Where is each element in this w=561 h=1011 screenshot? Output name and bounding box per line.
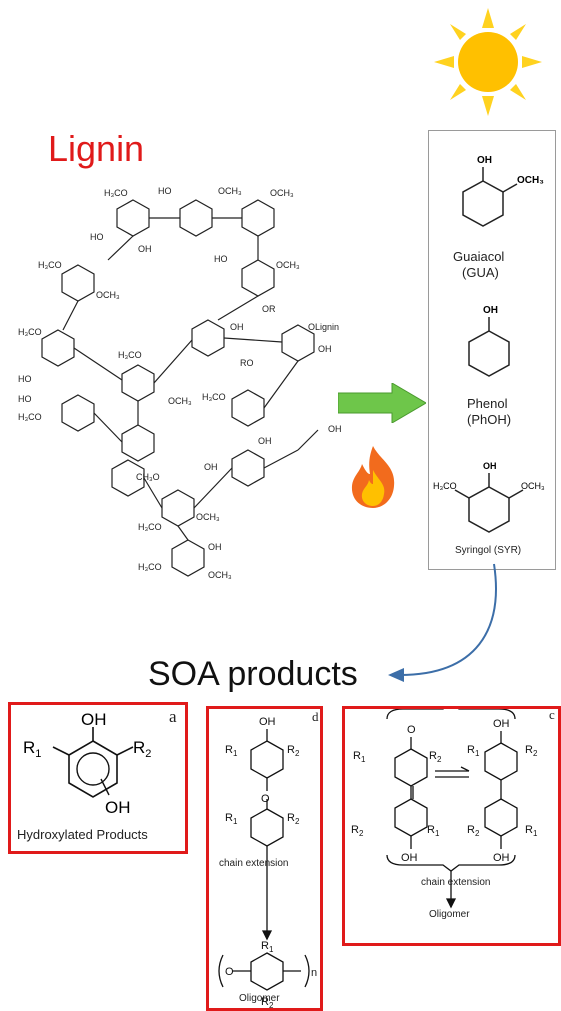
panel-c: O R1 R2 R2 R1 OH OH R1 R2 R2 R1 OH c cha… xyxy=(342,706,561,946)
panel-a-letter: a xyxy=(169,707,177,726)
svg-text:H₃CO: H₃CO xyxy=(104,188,128,198)
curved-arrow-icon xyxy=(388,563,497,682)
syringol-structure: OH H₃CO OCH₃ xyxy=(433,461,545,533)
hydroxylated-structure: OH R1 R2 OH xyxy=(23,710,151,817)
svg-text:OH: OH xyxy=(318,344,332,354)
svg-text:OCH₃: OCH₃ xyxy=(521,481,545,491)
svg-text:R1: R1 xyxy=(353,750,366,764)
svg-text:OH: OH xyxy=(493,718,510,730)
svg-text:R1: R1 xyxy=(23,738,41,760)
svg-text:OH: OH xyxy=(230,322,244,332)
panel-c-chain-label: chain extension xyxy=(421,877,491,888)
phenol-structure: OH xyxy=(468,305,510,377)
svg-text:OR: OR xyxy=(262,304,276,314)
svg-text:R1: R1 xyxy=(225,812,238,826)
svg-text:OH: OH xyxy=(208,542,222,552)
svg-text:H₃CO: H₃CO xyxy=(18,412,42,422)
svg-text:R1: R1 xyxy=(467,744,480,758)
svg-text:HO: HO xyxy=(18,394,32,404)
svg-text:OH: OH xyxy=(204,462,218,472)
svg-text:OCH₃: OCH₃ xyxy=(218,186,242,196)
phenol-abbr: (PhOH) xyxy=(467,412,512,427)
svg-text:OCH₃: OCH₃ xyxy=(276,260,300,270)
guaiacol-structure: OH OCH₃ xyxy=(462,155,544,227)
arrow-right-icon xyxy=(338,383,426,423)
panel-d-chain-label: chain extension xyxy=(219,858,289,869)
phenol-name: Phenol xyxy=(467,396,508,411)
svg-text:OH: OH xyxy=(477,155,492,166)
panel-d-oligomer: Oligomer xyxy=(239,993,280,1004)
svg-text:H₃CO: H₃CO xyxy=(138,522,162,532)
svg-text:H₃CO: H₃CO xyxy=(38,260,62,270)
svg-text:OH: OH xyxy=(483,305,498,316)
panel-a-caption: Hydroxylated Products xyxy=(17,827,148,842)
svg-text:O: O xyxy=(261,793,270,805)
svg-text:OH: OH xyxy=(138,244,152,254)
svg-text:OH: OH xyxy=(328,424,342,434)
svg-text:R2: R2 xyxy=(287,744,300,758)
svg-text:OCH₃: OCH₃ xyxy=(208,570,232,580)
fire-icon xyxy=(351,446,395,508)
panel-d-letter: d xyxy=(312,709,319,724)
panel-d-structure: OH R1 R2 O R1 R2 R1 O R2 xyxy=(218,716,310,1009)
svg-text:R1: R1 xyxy=(261,940,274,954)
syringol-name: Syringol (SYR) xyxy=(455,545,522,556)
svg-text:H₃CO: H₃CO xyxy=(138,562,162,572)
guaiacol-name: Guaiacol xyxy=(453,249,505,264)
svg-text:H₃CO: H₃CO xyxy=(202,392,226,402)
svg-text:OH: OH xyxy=(105,798,131,817)
svg-text:OH: OH xyxy=(483,461,497,471)
lignin-structure: H₃CO HO OCH₃ OCH₃ HO OH H₃CO OCH₃ OCH₃ HO OR H₃C… xyxy=(18,186,342,580)
svg-text:R1: R1 xyxy=(525,824,538,838)
svg-text:R2: R2 xyxy=(467,824,480,838)
svg-text:H₃CO: H₃CO xyxy=(118,350,142,360)
svg-text:CH₃O: CH₃O xyxy=(136,472,160,482)
sun-icon xyxy=(434,8,542,116)
svg-text:OCH₃: OCH₃ xyxy=(168,396,192,406)
svg-text:R2: R2 xyxy=(351,824,364,838)
panel-a: OH R1 R2 OH a Hydroxylated Products xyxy=(8,702,188,854)
panel-d-n: n xyxy=(311,967,318,979)
svg-text:R2: R2 xyxy=(525,744,538,758)
svg-text:O: O xyxy=(407,724,416,736)
svg-text:R1: R1 xyxy=(225,744,238,758)
svg-text:OH: OH xyxy=(81,710,107,729)
panel-c-oligomer: Oligomer xyxy=(429,909,470,920)
svg-text:OCH₃: OCH₃ xyxy=(196,512,220,522)
lignin-linkage-label: OLignin xyxy=(308,322,339,332)
svg-text:OH: OH xyxy=(493,852,510,864)
svg-text:R1: R1 xyxy=(427,824,440,838)
svg-text:R2: R2 xyxy=(287,812,300,826)
svg-text:HO: HO xyxy=(214,254,228,264)
soa-title: SOA products xyxy=(148,655,358,693)
svg-text:OH: OH xyxy=(401,852,418,864)
svg-text:R2: R2 xyxy=(429,750,442,764)
svg-text:O: O xyxy=(225,966,234,978)
svg-text:OCH₃: OCH₃ xyxy=(270,188,294,198)
svg-text:HO: HO xyxy=(90,232,104,242)
svg-text:OCH₃: OCH₃ xyxy=(517,175,544,186)
panel-d: OH R1 R2 O R1 R2 R1 O R2 d chain extensi… xyxy=(206,706,323,1011)
svg-text:OCH₃: OCH₃ xyxy=(96,290,120,300)
svg-text:OH: OH xyxy=(258,436,272,446)
svg-text:OH: OH xyxy=(259,716,276,728)
svg-text:H₃CO: H₃CO xyxy=(18,327,42,337)
panel-c-structure: O R1 R2 R2 R1 OH OH R1 R2 R2 R1 OH xyxy=(351,709,538,909)
svg-text:H₃CO: H₃CO xyxy=(433,481,457,491)
precursor-box: OH OCH₃ Guaiacol (GUA) OH Phenol (PhOH) … xyxy=(428,130,556,570)
panel-c-letter: c xyxy=(549,707,555,722)
svg-text:RO: RO xyxy=(240,358,254,368)
svg-text:HO: HO xyxy=(18,374,32,384)
svg-text:R2: R2 xyxy=(133,738,151,760)
svg-text:HO: HO xyxy=(158,186,172,196)
lignin-title: Lignin xyxy=(48,128,145,169)
guaiacol-abbr: (GUA) xyxy=(462,265,499,280)
